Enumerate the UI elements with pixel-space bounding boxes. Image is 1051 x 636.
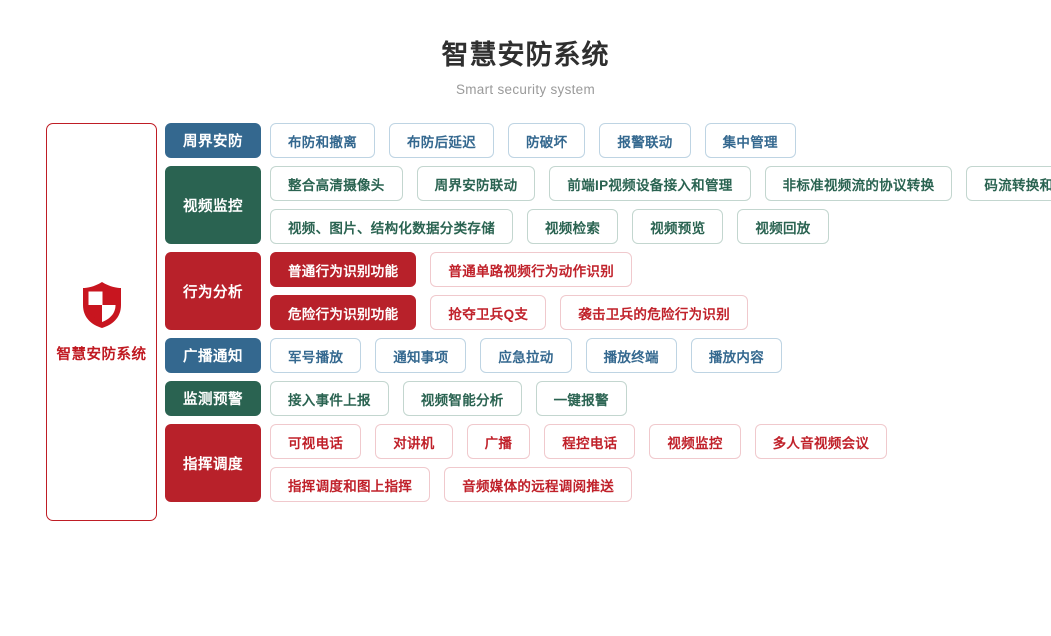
row-items: 军号播放通知事项应急拉动播放终端播放内容 [270,338,1051,374]
shield-icon [80,280,124,330]
feature-chip[interactable]: 布防和撤离 [270,123,375,159]
architecture-board: 智慧安防系统 周界安防布防和撤离布防后延迟防破坏报警联动集中管理视频监控整合高清… [0,123,1051,522]
page-title: 智慧安防系统 [441,40,610,70]
item-line: 布防和撤离布防后延迟防破坏报警联动集中管理 [270,123,1051,159]
feature-chip[interactable]: 视频预览 [632,209,724,245]
feature-chip[interactable]: 报警联动 [599,123,691,159]
feature-chip[interactable]: 一键报警 [535,381,627,417]
page-subtitle: Smart security system [455,82,596,98]
feature-chip[interactable]: 多人音视频会议 [754,424,888,460]
item-line: 接入事件上报视频智能分析一键报警 [270,381,1051,417]
feature-chip[interactable]: 布防后延迟 [389,123,494,159]
subcategory-chip[interactable]: 危险行为识别功能 [270,295,417,331]
feature-chip[interactable]: 播放终端 [585,338,677,374]
feature-chip[interactable]: 播放内容 [690,338,783,374]
category-label-1[interactable]: 视频监控 [165,166,261,245]
feature-chip[interactable]: 视频回放 [737,209,829,245]
feature-chip[interactable]: 集中管理 [704,123,796,159]
feature-chip[interactable]: 指挥调度和图上指挥 [270,467,431,503]
category-label-3[interactable]: 广播通知 [165,338,261,374]
feature-chip[interactable]: 军号播放 [270,338,362,374]
feature-chip[interactable]: 应急拉动 [480,338,572,374]
item-line: 军号播放通知事项应急拉动播放终端播放内容 [270,338,1051,374]
subcategory-chip[interactable]: 普通行为识别功能 [270,252,417,288]
row-items: 接入事件上报视频智能分析一键报警 [270,381,1051,417]
row-items: 布防和撤离布防后延迟防破坏报警联动集中管理 [270,123,1051,159]
system-panel[interactable]: 智慧安防系统 [46,123,157,522]
feature-chip[interactable]: 普通单路视频行为动作识别 [430,252,633,288]
category-row: 监测预警接入事件上报视频智能分析一键报警 [165,381,1051,417]
category-rows: 周界安防布防和撤离布防后延迟防破坏报警联动集中管理视频监控整合高清摄像头周界安防… [165,123,1051,503]
feature-chip[interactable]: 防破坏 [508,123,586,159]
feature-chip[interactable]: 视频监控 [649,424,741,460]
feature-chip[interactable]: 广播 [466,424,531,460]
system-panel-label: 智慧安防系统 [56,347,147,364]
feature-chip[interactable]: 音频媒体的远程调阅推送 [444,467,633,503]
category-row: 指挥调度可视电话对讲机广播程控电话视频监控多人音视频会议指挥调度和图上指挥音频媒… [165,424,1051,503]
feature-chip[interactable]: 前端IP视频设备接入和管理 [549,166,751,202]
row-items: 可视电话对讲机广播程控电话视频监控多人音视频会议指挥调度和图上指挥音频媒体的远程… [270,424,1051,503]
item-line: 指挥调度和图上指挥音频媒体的远程调阅推送 [270,467,1051,503]
feature-chip[interactable]: 码流转换和接口转换 [966,166,1051,202]
feature-chip[interactable]: 可视电话 [270,424,362,460]
page-header: 智慧安防系统 Smart security system [0,0,1051,97]
feature-chip[interactable]: 袭击卫兵的危险行为识别 [560,295,749,331]
item-line: 可视电话对讲机广播程控电话视频监控多人音视频会议 [270,424,1051,460]
item-line: 普通行为识别功能普通单路视频行为动作识别 [270,252,1051,288]
feature-chip[interactable]: 视频智能分析 [402,381,522,417]
feature-chip[interactable]: 视频、图片、结构化数据分类存储 [270,209,513,245]
item-line: 危险行为识别功能抢夺卫兵Q支袭击卫兵的危险行为识别 [270,295,1051,331]
category-label-4[interactable]: 监测预警 [165,381,261,417]
category-label-2[interactable]: 行为分析 [165,252,261,331]
feature-chip[interactable]: 接入事件上报 [270,381,389,417]
feature-chip[interactable]: 程控电话 [544,424,636,460]
row-items: 普通行为识别功能普通单路视频行为动作识别危险行为识别功能抢夺卫兵Q支袭击卫兵的危… [270,252,1051,331]
category-row: 广播通知军号播放通知事项应急拉动播放终端播放内容 [165,338,1051,374]
category-row: 周界安防布防和撤离布防后延迟防破坏报警联动集中管理 [165,123,1051,159]
feature-chip[interactable]: 对讲机 [375,424,453,460]
feature-chip[interactable]: 非标准视频流的协议转换 [764,166,953,202]
feature-chip[interactable]: 视频检索 [527,209,619,245]
item-line: 整合高清摄像头周界安防联动前端IP视频设备接入和管理非标准视频流的协议转换码流转… [270,166,1051,202]
item-line: 视频、图片、结构化数据分类存储视频检索视频预览视频回放 [270,209,1051,245]
category-row: 视频监控整合高清摄像头周界安防联动前端IP视频设备接入和管理非标准视频流的协议转… [165,166,1051,245]
feature-chip[interactable]: 周界安防联动 [416,166,536,202]
feature-chip[interactable]: 整合高清摄像头 [270,166,403,202]
feature-chip[interactable]: 通知事项 [375,338,467,374]
row-items: 整合高清摄像头周界安防联动前端IP视频设备接入和管理非标准视频流的协议转换码流转… [270,166,1051,245]
category-row: 行为分析普通行为识别功能普通单路视频行为动作识别危险行为识别功能抢夺卫兵Q支袭击… [165,252,1051,331]
feature-chip[interactable]: 抢夺卫兵Q支 [430,295,547,331]
category-label-0[interactable]: 周界安防 [165,123,261,159]
category-label-5[interactable]: 指挥调度 [165,424,261,503]
